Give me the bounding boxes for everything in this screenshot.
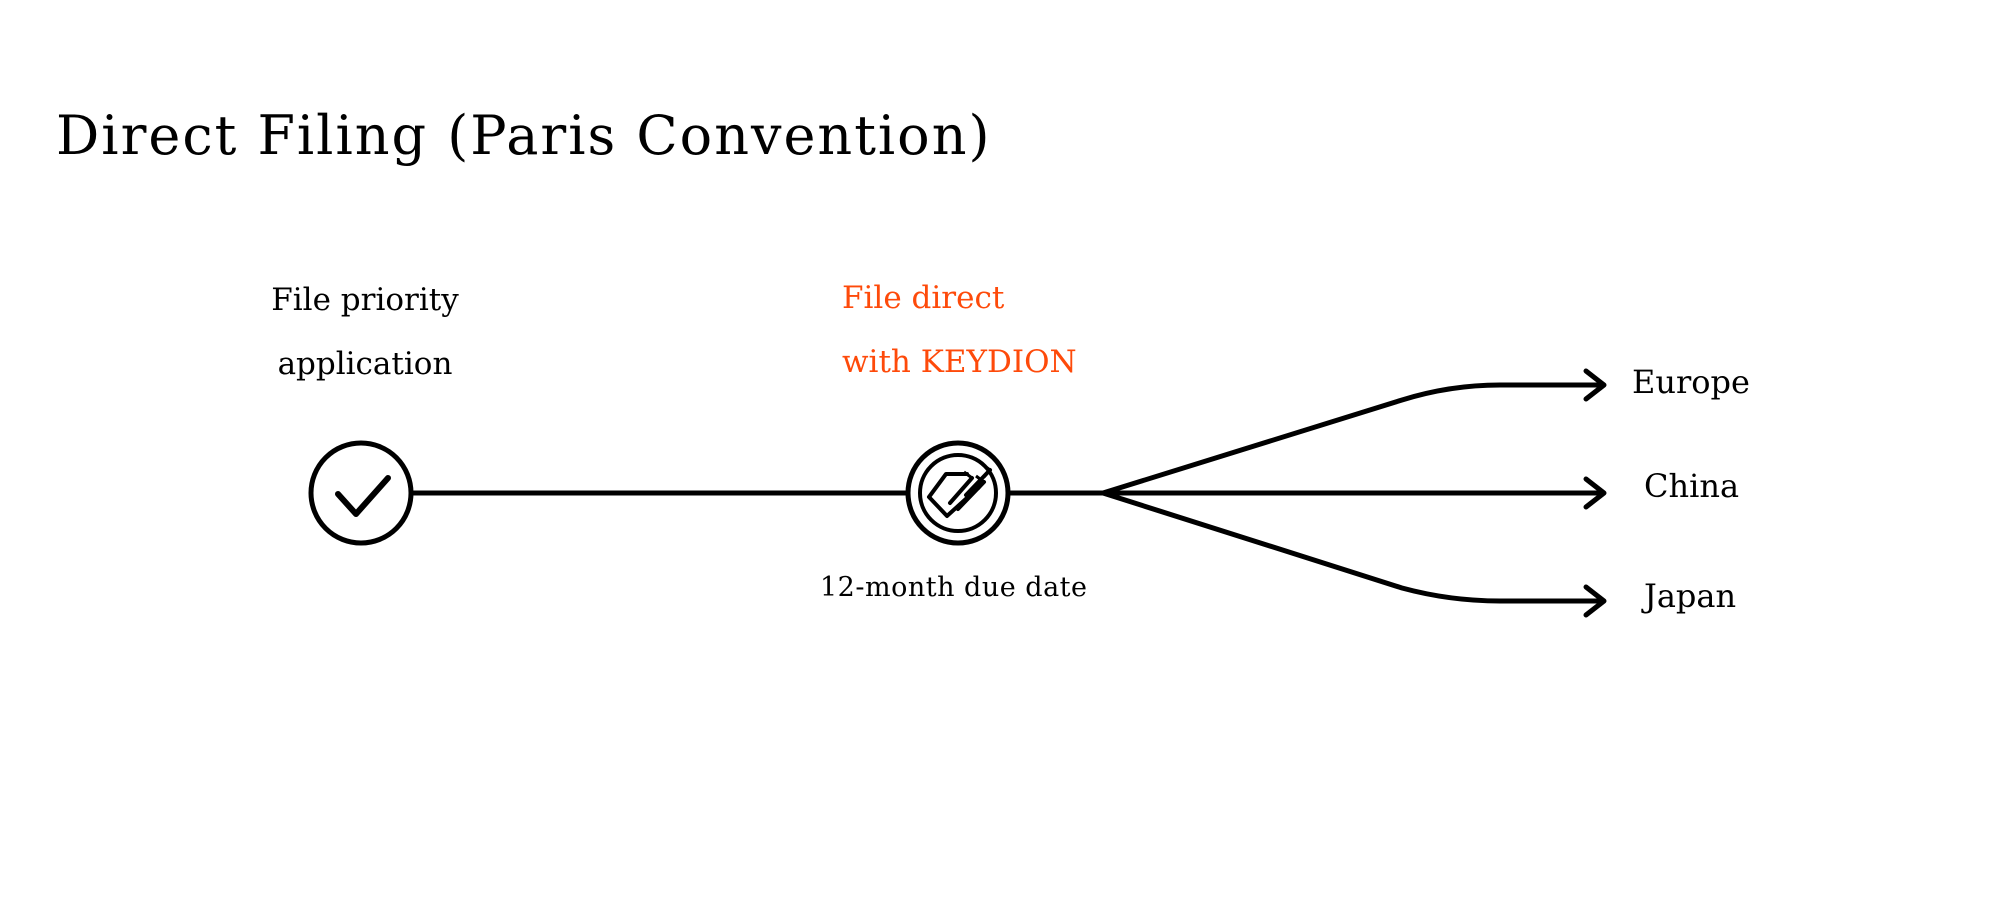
keydion-logo-icon [905, 440, 1011, 546]
file-direct-label: File direct with KEYDION [842, 266, 1077, 394]
destination-japan-label: Japan [1644, 577, 1737, 615]
destination-europe-label: Europe [1632, 363, 1750, 401]
page-title: Direct Filing (Paris Convention) [56, 104, 992, 167]
due-date-caption: 12-month due date [820, 572, 1088, 603]
priority-label-line-2: application [277, 346, 453, 382]
arrow-china-icon [1583, 476, 1607, 510]
arrow-japan-icon [1583, 584, 1607, 618]
branch-japan [1102, 490, 1600, 604]
destination-china-label: China [1644, 467, 1740, 505]
branch-europe [1102, 382, 1600, 496]
priority-application-label: File priority application [200, 268, 530, 396]
priority-label-line-1: File priority [271, 282, 459, 318]
direct-label-line-2: with KEYDION [842, 344, 1077, 380]
check-circle-icon [308, 440, 414, 546]
direct-label-line-1: File direct [842, 280, 1005, 316]
arrow-europe-icon [1583, 368, 1607, 402]
